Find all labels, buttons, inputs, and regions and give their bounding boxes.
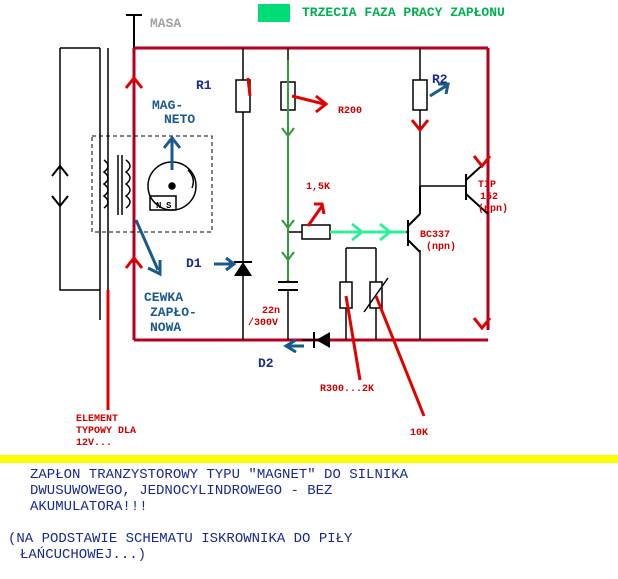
label-bc337: BC337	[420, 230, 451, 241]
magneto-dashed-box	[91, 135, 213, 233]
footer-line-3: AKUMULATORA!!!	[30, 499, 148, 515]
footer-line-2: DWUSUWOWEGO, JEDNOCYLINDROWEGO - BEZ	[30, 483, 333, 499]
resistor-r2	[412, 79, 428, 111]
ground-label: MASA	[150, 16, 182, 31]
divider-bar	[0, 455, 618, 463]
label-1-5k: 1,5K	[306, 182, 331, 193]
label-tip-type: (npn)	[478, 204, 509, 215]
label-coil-2: ZAPŁO-	[150, 305, 197, 320]
flywheel-n: N	[156, 201, 161, 211]
label-r300: R300...2K	[320, 384, 375, 395]
label-10k: 10K	[410, 428, 429, 439]
resistor-1-5k	[301, 224, 331, 240]
ground-symbol	[126, 14, 142, 48]
signal-path	[330, 222, 406, 242]
label-magneto-1: MAG-	[152, 98, 184, 113]
inner-wires	[242, 48, 466, 341]
label-r1: R1	[196, 78, 212, 93]
capacitor-22n	[278, 281, 298, 291]
frame-arrows	[51, 164, 69, 208]
label-element-2: TYPOWY DLA	[76, 426, 137, 437]
label-d1: D1	[186, 256, 202, 271]
label-coil-1: CEWKA	[144, 290, 184, 305]
flywheel-s: S	[166, 201, 172, 211]
footer-line-4: (NA PODSTAWIE SCHEMATU ISKROWNIKA DO PIŁ…	[8, 531, 353, 547]
magneto-frame	[59, 47, 109, 320]
label-element-1: ELEMENT	[76, 414, 119, 425]
diode-d2	[313, 332, 330, 348]
title-marker	[258, 4, 290, 22]
label-bc337-type: (npn)	[426, 242, 457, 253]
label-d2: D2	[258, 356, 274, 371]
resistor-r300	[339, 281, 353, 309]
annotation-arrows	[134, 82, 450, 354]
footer-line-1: ZAPŁON TRANZYSTOROWY TYPU "MAGNET" DO SI…	[30, 467, 409, 483]
trimmer-arrow	[363, 277, 389, 313]
label-r200: R200	[338, 106, 363, 117]
label-coil-3: NOWA	[150, 320, 182, 335]
ignition-coil-symbol	[102, 155, 131, 215]
label-cap-voltage: /300V	[248, 318, 279, 329]
signal-arrows-vertical	[281, 60, 295, 280]
diode-d1	[234, 261, 252, 276]
current-arrows	[106, 75, 492, 417]
diagram-title: TRZECIA FAZA PRACY ZAPŁONU	[302, 5, 505, 20]
label-element-3: 12V...	[76, 438, 113, 449]
label-cap-value: 22n	[262, 306, 281, 317]
transistor-bc337	[407, 186, 421, 253]
label-tip-num: 152	[480, 192, 499, 203]
footer-line-5: ŁAŃCUCHOWEJ...)	[20, 547, 147, 563]
label-magneto-2: NETO	[164, 112, 196, 127]
label-r2: R2	[432, 72, 448, 87]
label-tip: TIP	[478, 180, 497, 191]
